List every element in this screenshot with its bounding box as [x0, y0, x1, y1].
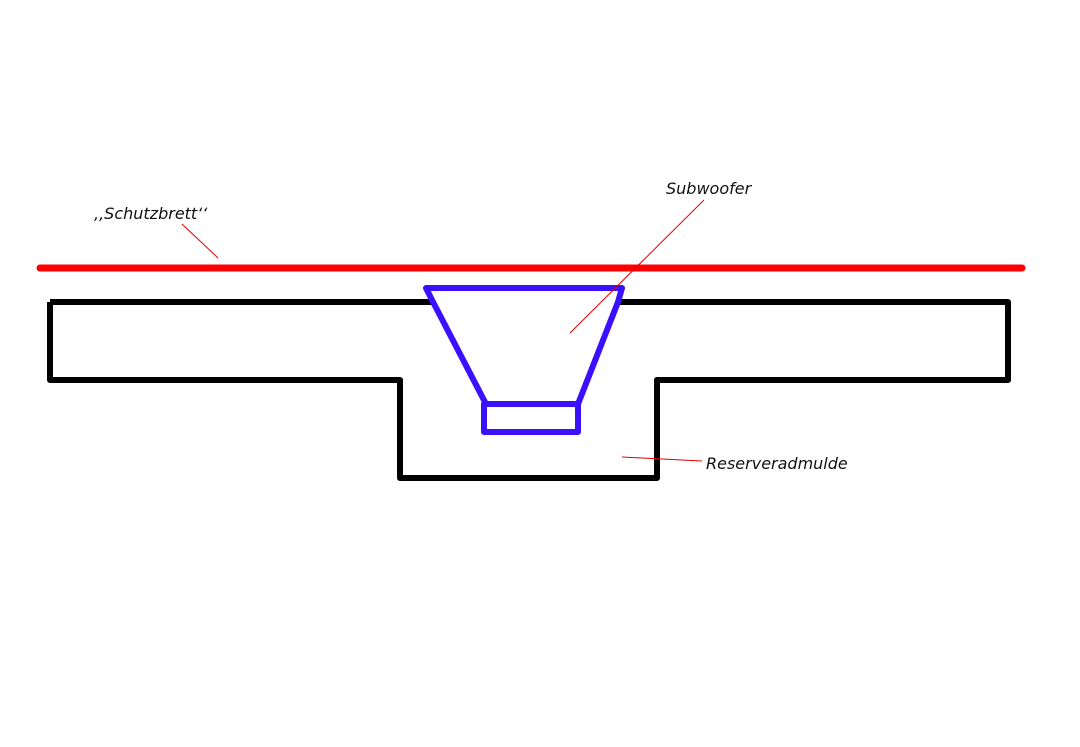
- label-subwoofer: Subwoofer: [666, 179, 753, 198]
- label-schutzbrett: ,,Schutzbrett‘‘: [94, 204, 208, 223]
- subwoofer-magnet: [481, 401, 581, 435]
- leader-line-reserveradmulde: [621, 456, 703, 462]
- subwoofer-cone: [423, 285, 625, 407]
- leader-line-subwoofer: [569, 199, 705, 334]
- floor-outline: [47, 299, 1011, 481]
- leader-line-schutzbrett: [181, 223, 219, 259]
- label-reserveradmulde: Reserveradmulde: [706, 454, 848, 473]
